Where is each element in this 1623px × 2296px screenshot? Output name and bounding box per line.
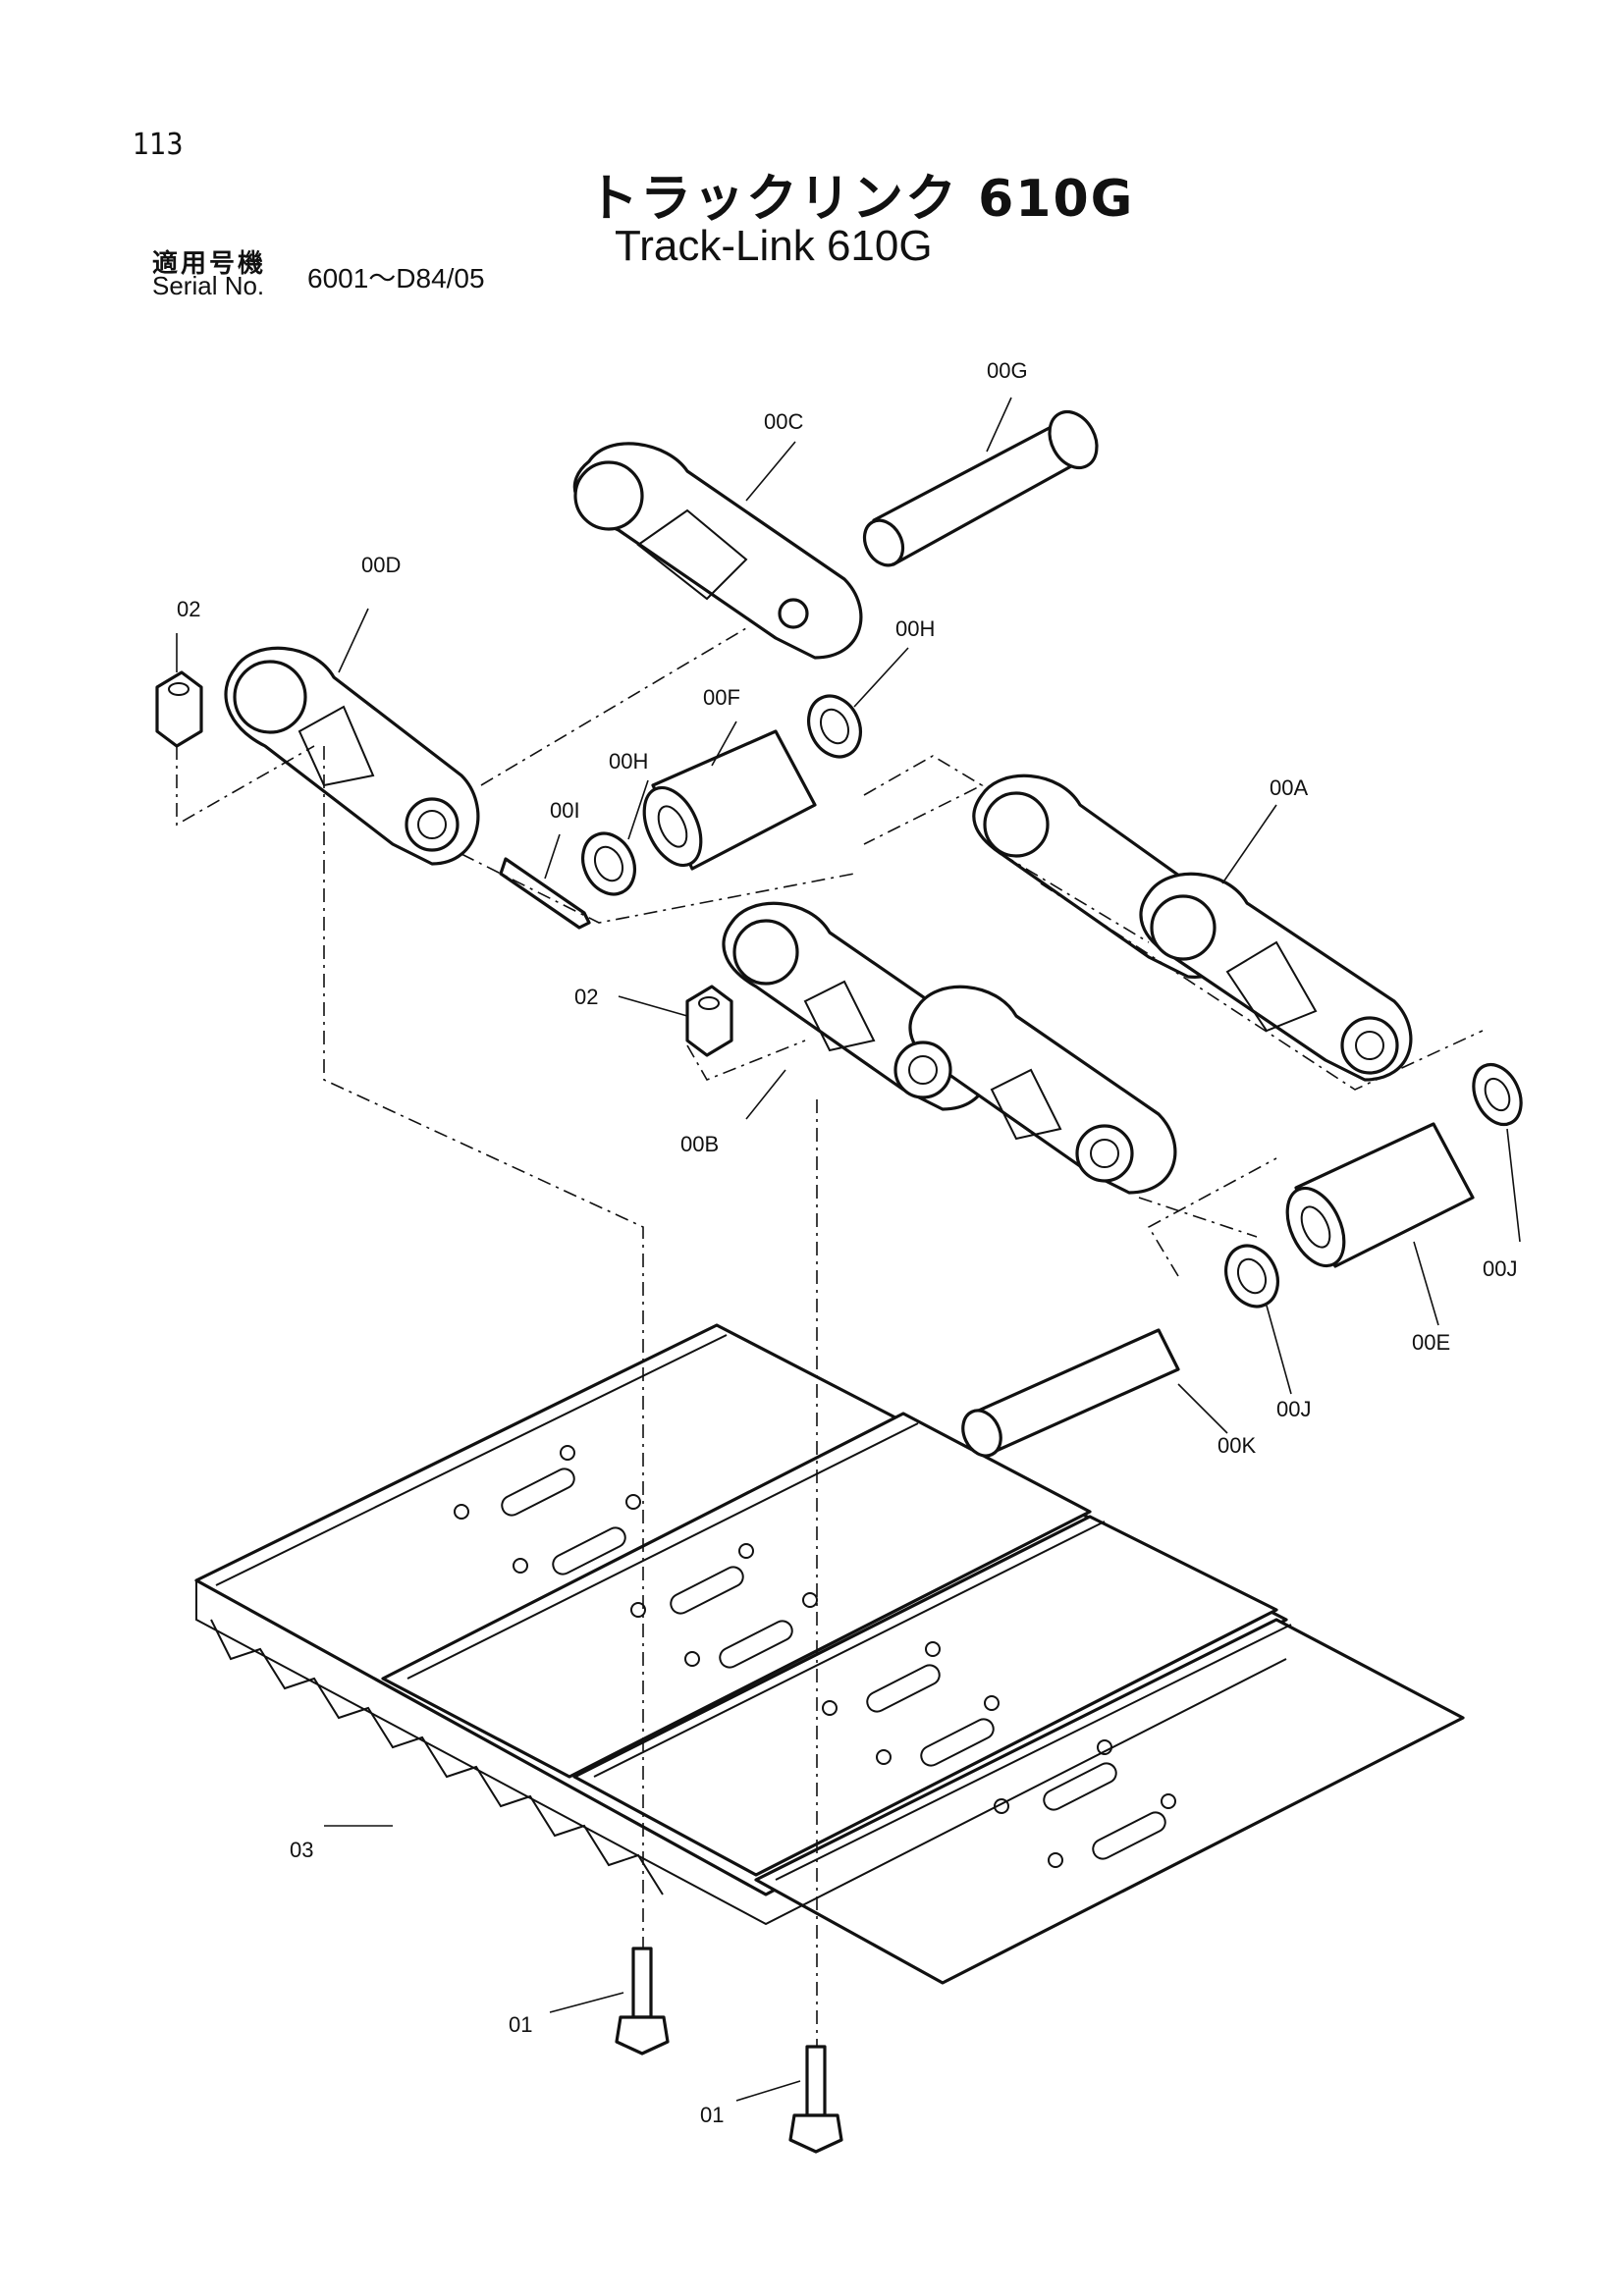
serial-label-english: Serial No. <box>152 271 265 300</box>
seal-00J-right <box>1472 1062 1523 1127</box>
page-title-japanese: トラックリンク 610G <box>587 170 1135 229</box>
page-number: 113 <box>133 128 184 162</box>
assembly-lines <box>176 627 1484 2047</box>
page-title-english: Track-Link 610G <box>615 222 933 270</box>
callout-00B: 00B <box>680 1132 719 1156</box>
nut-02-center <box>685 985 733 1057</box>
bushing-00E <box>1285 1122 1475 1268</box>
pin-00K <box>961 1328 1180 1458</box>
callout-00C: 00C <box>764 409 803 434</box>
callout-02-center: 02 <box>574 985 598 1009</box>
callout-00J-low: 00J <box>1276 1397 1311 1421</box>
leader-lines <box>176 397 1521 2102</box>
seal-00J-low <box>1224 1244 1279 1308</box>
callout-03: 03 <box>290 1838 313 1862</box>
callout-00H-top: 00H <box>895 616 935 641</box>
pin-00G <box>862 409 1099 567</box>
track-shoe-plates <box>194 1323 1465 1985</box>
callout-00A: 00A <box>1270 775 1308 800</box>
link-00D <box>224 646 480 866</box>
serial-range: 6001～D84/05 <box>307 263 485 294</box>
nut-02-left <box>155 670 203 748</box>
callout-00I: 00I <box>550 798 580 823</box>
bolt-01-left <box>615 1947 670 2056</box>
seal-00H-mid <box>581 831 636 896</box>
callout-labels: 00G 00C 00D 02 00H 00F 00H 00I 00A 02 00… <box>177 358 1517 2127</box>
callout-00E: 00E <box>1412 1330 1450 1355</box>
callout-00F: 00F <box>703 685 740 710</box>
callout-00K: 00K <box>1217 1433 1256 1458</box>
link-00B <box>722 901 1177 1195</box>
bolt-01-right <box>788 2045 843 2154</box>
callout-00D: 00D <box>361 553 401 577</box>
callout-00H-mid: 00H <box>609 749 648 774</box>
callout-01-left: 01 <box>509 2012 532 2037</box>
callout-00G: 00G <box>987 358 1028 383</box>
seal-00H-top <box>807 694 862 759</box>
serial-label-japanese: 適用号機 <box>152 249 267 279</box>
callout-02-left: 02 <box>177 597 200 621</box>
pin-00I <box>499 857 591 930</box>
link-00C <box>572 442 863 660</box>
bushing-00F <box>642 729 817 871</box>
callout-00J-right: 00J <box>1483 1256 1517 1281</box>
callout-01-right: 01 <box>700 2103 724 2127</box>
link-00A <box>972 774 1413 1082</box>
